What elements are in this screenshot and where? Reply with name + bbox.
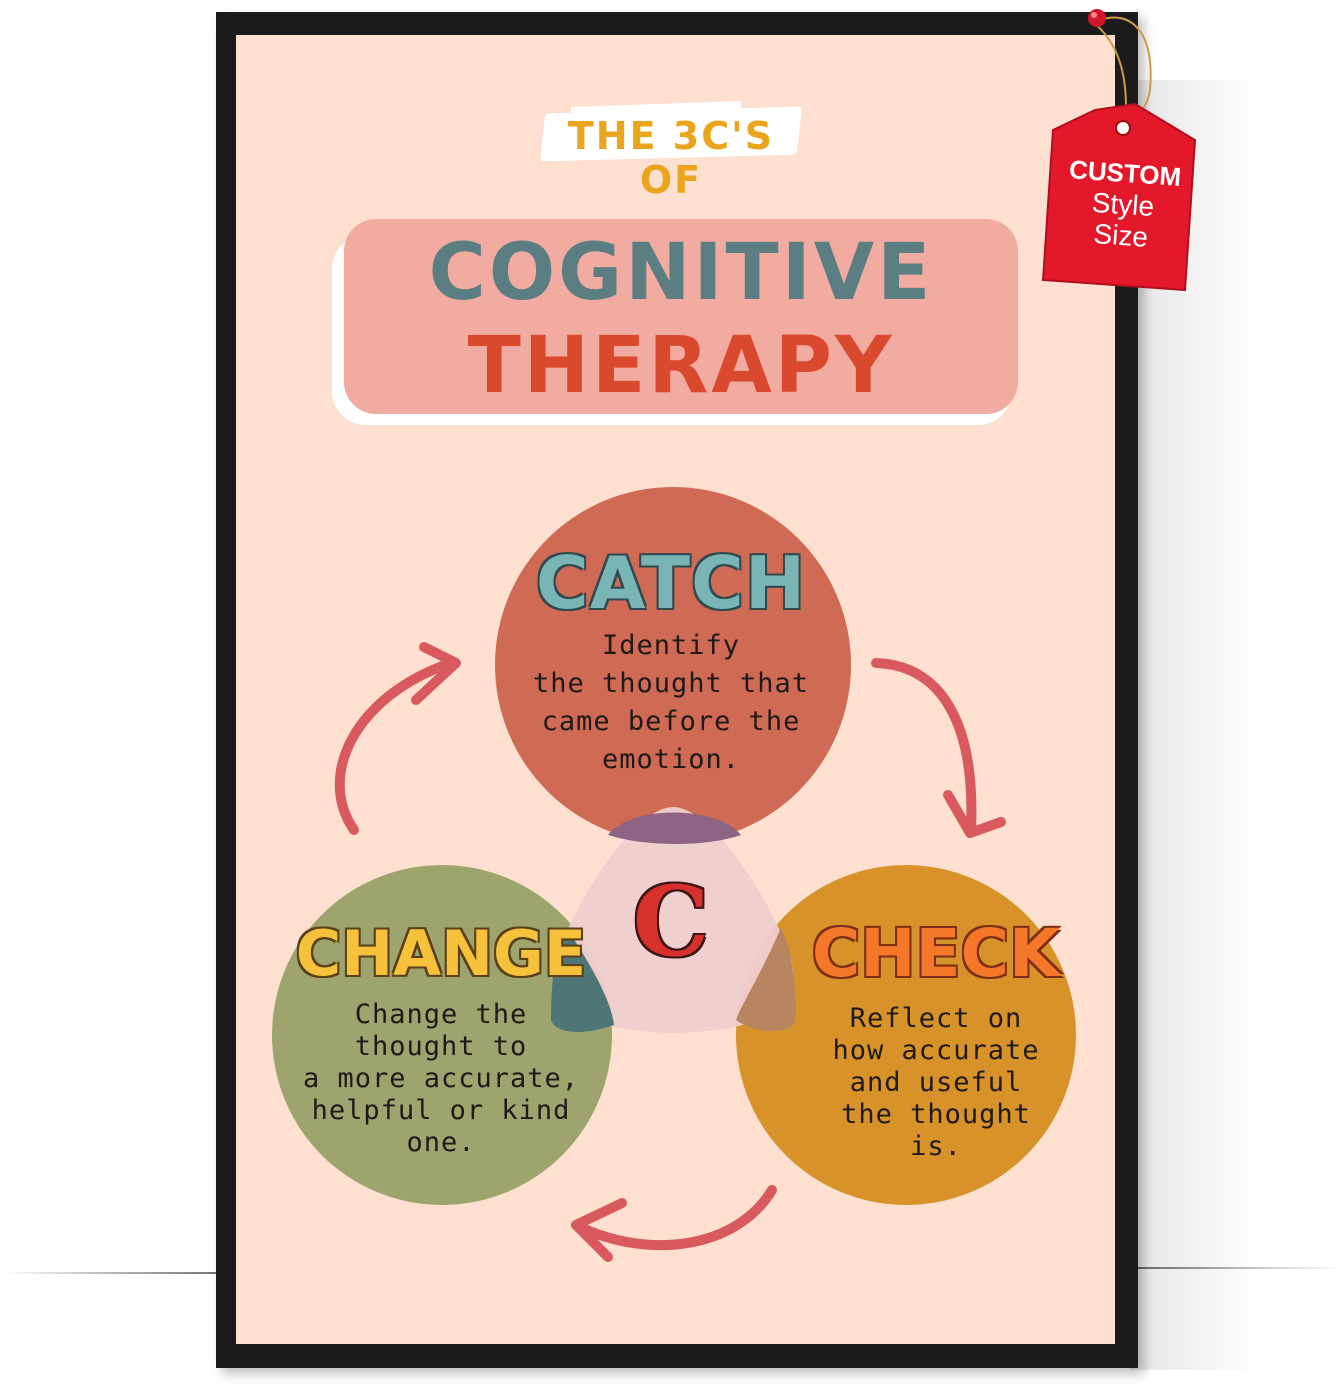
floor-line [0,1272,218,1274]
check-title: CHECK [811,915,1061,992]
change-circle [272,865,612,1205]
check-line: Reflect on [849,1003,1023,1034]
wall-shadow [1130,80,1260,1370]
check-overlap [736,927,796,1032]
poster: THE 3C'S OF COGNITIVE THERAPY CATCH Iden… [236,35,1115,1344]
check-line: how accurate [832,1035,1040,1066]
center-triangle [553,807,794,1033]
check-description: Reflect on how accurate and useful the t… [766,1003,1106,1163]
arrow-catch-to-check [871,658,1006,838]
change-line: helpful or kind [311,1095,571,1126]
change-line: a more accurate, [302,1063,580,1094]
arrow-check-to-change [571,1185,777,1262]
catch-overlap [608,812,741,844]
floor-line [1137,1267,1339,1269]
check-circle [736,865,1076,1205]
change-overlap [551,927,614,1032]
tag-label: CUSTOM Style Size [1055,154,1191,256]
check-line: the thought [841,1099,1031,1130]
catch-circle [495,487,851,843]
price-tag [1041,9,1197,292]
poster-title-line1: COGNITIVE [428,228,934,318]
change-line: thought to [354,1031,528,1062]
subtitle-banner: THE 3C'S OF [539,100,803,202]
catch-description: Identify the thought that came before th… [496,627,846,779]
check-line: and useful [849,1067,1023,1098]
catch-line: the thought that [532,668,810,699]
poster-subtitle: THE 3C'S OF [567,114,775,202]
catch-line: Identify [601,630,741,661]
catch-line: emotion. [601,744,741,775]
change-description: Change the thought to a more accurate, h… [276,999,606,1159]
tag-hole [1115,120,1131,136]
arrow-change-to-catch [334,642,461,835]
catch-title: CATCH [535,541,807,625]
poster-title-line2: THERAPY [467,321,895,411]
check-line: is. [910,1131,962,1162]
three-cs-diagram [272,487,1076,1262]
catch-line: came before the [541,706,801,737]
center-letter: C [632,865,710,978]
tag-body [1041,102,1197,292]
change-line: one. [406,1127,476,1158]
pin-icon [1088,9,1106,27]
title-box [344,219,1018,414]
change-title: CHANGE [295,917,587,990]
change-line: Change the [354,999,528,1030]
